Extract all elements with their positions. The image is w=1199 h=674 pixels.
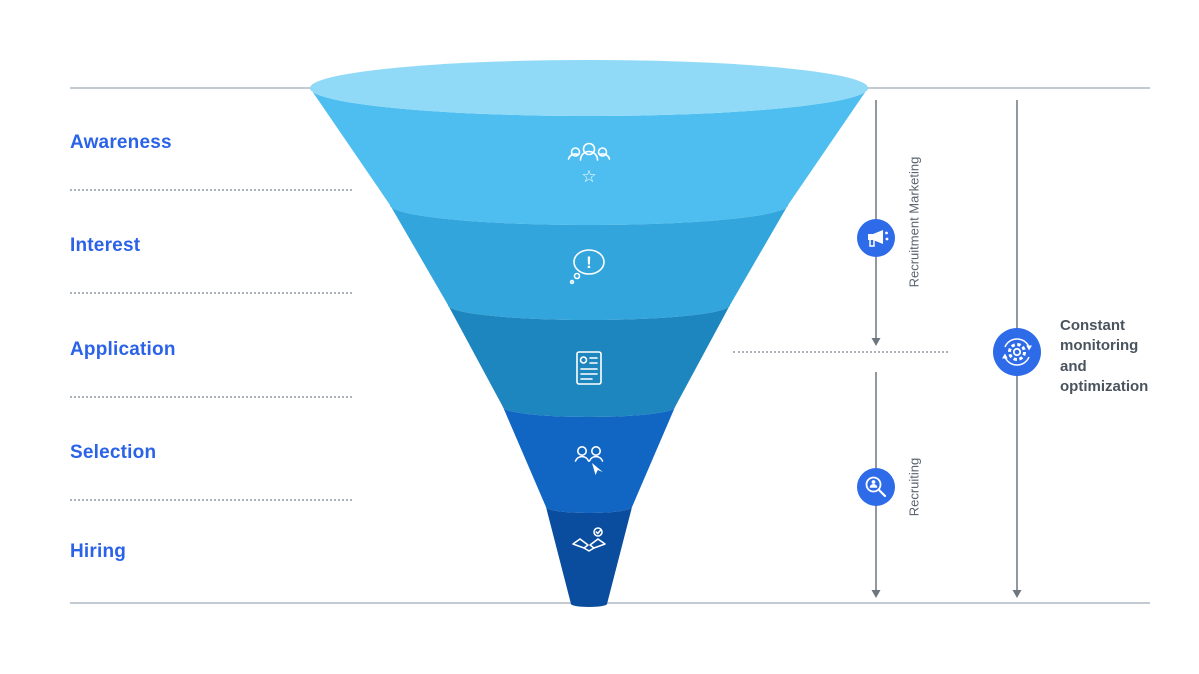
svg-text:!: ! xyxy=(586,253,592,272)
funnel-band-awareness xyxy=(310,88,868,225)
audience-star-icon: ☆ xyxy=(567,142,611,186)
bottom-divider xyxy=(70,602,1150,604)
recruiting-label: Recruiting xyxy=(906,457,922,517)
stage-label-awareness: Awareness xyxy=(70,132,172,153)
funnel-stage-icons: ☆ ! xyxy=(567,142,611,552)
dotted-divider-4 xyxy=(70,499,352,501)
stage-label-hiring: Hiring xyxy=(70,541,127,562)
megaphone-icon xyxy=(857,219,895,257)
svg-text:☆: ☆ xyxy=(581,167,596,186)
monitoring-note: Constant monitoring and optimization xyxy=(1060,317,1149,395)
gear-sync-icon xyxy=(993,328,1041,376)
dotted-divider-right xyxy=(733,351,948,353)
funnel-band-interest xyxy=(390,205,788,320)
thought-exclamation-icon: ! xyxy=(569,249,605,285)
resume-icon xyxy=(576,351,602,385)
monitoring-arrowhead xyxy=(1012,590,1022,598)
funnel-band-hiring xyxy=(546,507,632,607)
candidates-cursor-icon xyxy=(574,446,604,475)
stage-label-application: Application xyxy=(70,339,176,360)
dotted-divider-1 xyxy=(70,189,352,191)
dotted-divider-3 xyxy=(70,396,352,398)
funnel-band-selection xyxy=(503,407,675,513)
recruitment-marketing-arrowhead xyxy=(871,338,881,346)
recruiting-arrowhead xyxy=(871,590,881,598)
funnel-bands xyxy=(310,60,868,607)
candidate-search-icon xyxy=(857,468,895,506)
handshake-icon xyxy=(572,527,606,552)
stage-label-selection: Selection xyxy=(70,442,157,463)
recruitment-marketing-label: Recruitment Marketing xyxy=(906,156,922,288)
dotted-divider-2 xyxy=(70,292,352,294)
funnel-opening xyxy=(310,60,868,116)
funnel-band-application xyxy=(448,305,730,417)
stage-label-interest: Interest xyxy=(70,235,141,256)
